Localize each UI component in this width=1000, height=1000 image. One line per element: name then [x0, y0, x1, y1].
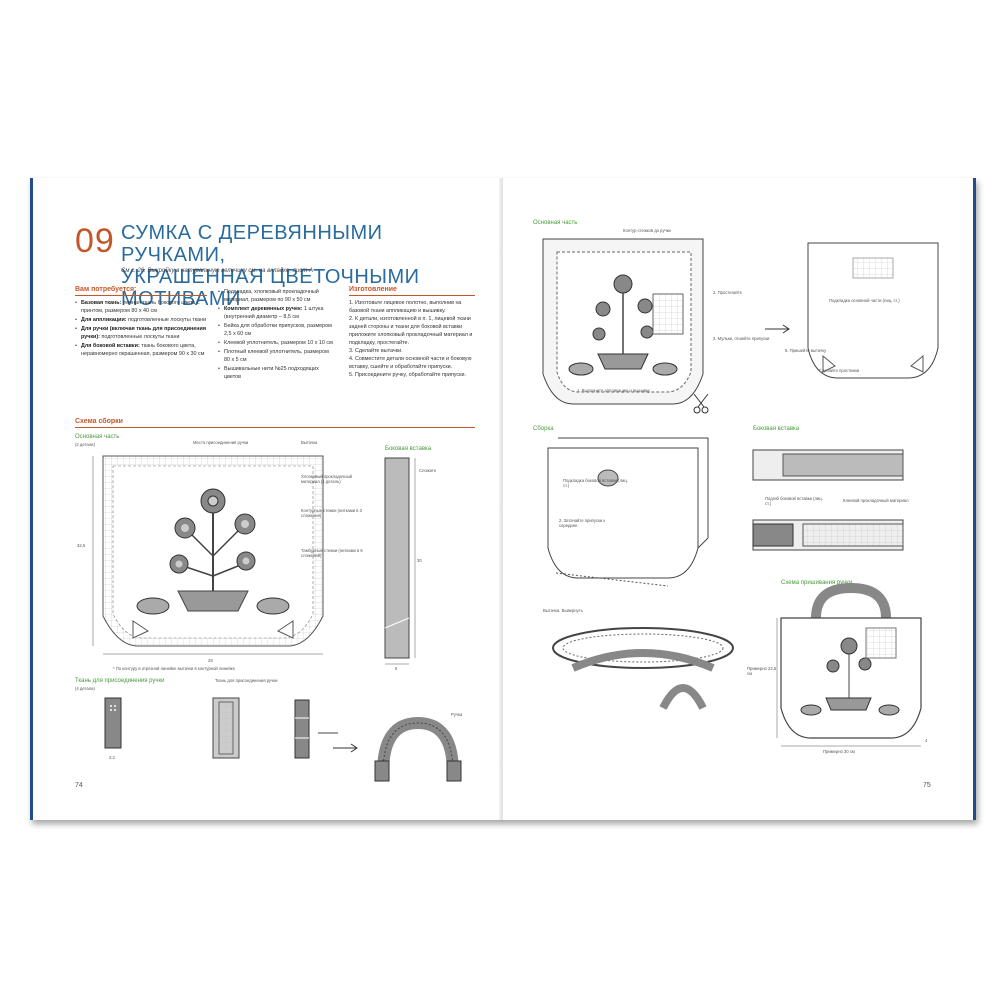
handle-fabric-label: Ткань для присоединения ручки	[215, 678, 278, 683]
handle-label: Ручка	[451, 712, 463, 717]
handle-attach-scheme-label: Схема пришивания ручки	[781, 580, 853, 586]
list-item: Базовая ткань: темная ткань бокового цве…	[75, 299, 207, 315]
list-item: Бейка для обработки припусков, размером …	[218, 322, 336, 338]
book-spread: 09 Сумка с деревянными ручками, украшенн…	[30, 178, 976, 820]
list-item-text: Вышивальные нити №25 подходящих цветов	[224, 366, 319, 380]
note-adhesive: Клеевой прокладочный материал	[843, 498, 909, 503]
dim-bag-depth: 4	[925, 738, 928, 743]
note-lining: Подкладка основной части (лиц. ст.)	[829, 298, 900, 303]
handle-attach-count: (4 детали)	[75, 686, 95, 691]
list-item: Для аппликации: подготовленные лоскуты т…	[75, 316, 207, 324]
list-item-bold: Комплект деревянных ручек:	[224, 306, 303, 312]
dim-side-width: 6	[395, 666, 398, 671]
right-side-insert-label: Боковая вставка	[753, 426, 800, 432]
dim-side-length: 30	[417, 558, 422, 563]
project-number: 09	[75, 222, 115, 260]
annotation-batting: Хлопковый прокладочный материал (1 детал…	[301, 474, 352, 484]
dim-height: 32,5	[77, 543, 86, 548]
handle-attach-label: Ткань для присоединения ручки	[75, 678, 165, 684]
annotation-fold: Сложите	[419, 468, 437, 473]
handle-attach-diagram	[104, 697, 122, 749]
note-contour: Контур стежков до ручки	[623, 228, 671, 233]
lining-diagram	[807, 242, 939, 379]
list-item-text: темная ткань бокового цвета с принтом, р…	[81, 300, 200, 314]
dim-bag-height: Примерно 22,5 см	[747, 666, 777, 676]
making-heading: Изготовление	[349, 286, 397, 293]
page-number-left: 74	[75, 782, 83, 789]
right-main-part-label: Основная часть	[533, 220, 578, 226]
note-side-fold: Подгиб боковой вставки (лиц. ст.)	[765, 496, 823, 506]
list-item: 2. К детали, изготовленной в п. 1, лицев…	[349, 316, 473, 346]
list-item-text: ткань бокового цвета, неравномерно окраш…	[81, 343, 205, 357]
side-insert-label: Боковая вставка	[385, 446, 432, 452]
main-part-label: Основная часть	[75, 434, 120, 440]
list-item-bold: Базовая ткань:	[81, 300, 122, 306]
note-quilt: 2. Простегайте	[713, 290, 742, 295]
note-quilting: Сделайте простежки	[819, 368, 860, 373]
list-item-text: Подкладка, хлопковый прокладочный матери…	[224, 289, 319, 303]
assembly-label: Сборка	[533, 426, 554, 432]
list-item: Вышивальные нити №25 подходящих цветов	[218, 365, 336, 381]
dim-handle-width: 2,2	[109, 755, 115, 760]
handle-assembly-diagram	[552, 627, 734, 710]
list-item: Подкладка, хлопковый прокладочный матери…	[218, 288, 336, 304]
title-line-1: Сумка с деревянными ручками,	[121, 222, 383, 266]
list-item-bold: Для аппликации:	[81, 317, 127, 323]
annotation-handle-place: Место присоединения ручки	[193, 440, 249, 445]
finished-bag-diagram	[776, 582, 922, 747]
list-item: Плотный клеевой уплотнитель, размером 80…	[218, 348, 336, 364]
note-seam: 2. Затачайте припуски к середине	[559, 518, 606, 528]
arrow-icon	[765, 324, 790, 334]
list-item: 1. Изготовьте лицевое полотно, выполнив …	[349, 300, 462, 314]
annotation-contour: Контурные стежки (нитками в 3 сложения)	[301, 508, 362, 518]
list-item: Комплект деревянных ручек: 1 штука (внут…	[218, 305, 336, 321]
left-page: 09 Сумка с деревянными ручками, украшенн…	[30, 178, 503, 820]
materials-list: Базовая ткань: темная ткань бокового цве…	[75, 299, 207, 359]
annotation-chain: Тамбурные стежки (нитками в 6 сложений)	[301, 548, 363, 558]
page-number-right: 75	[923, 782, 931, 789]
list-item-text: Клеевой уплотнитель, размером 10 x 10 см	[224, 340, 333, 346]
list-item-text: Плотный клеевой уплотнитель, размером 80…	[224, 349, 329, 363]
list-item-text: подготовленные лоскуты ткани	[126, 317, 207, 323]
main-part-diagram	[92, 455, 324, 655]
note-trim: 3. Мульки, отшейте припуски	[713, 336, 770, 341]
list-item-bold: Для ручки (включая ткань для присоединен…	[81, 326, 206, 340]
list-item-text: Бейка для обработки припусков, размером …	[224, 323, 332, 337]
steps-list: 1. Изготовьте лицевое полотно, выполнив …	[349, 299, 475, 379]
annotation-dart: Вытачка	[301, 440, 318, 445]
list-item-text: 1 штука (внутренний диаметр – 8,5 см	[224, 306, 324, 320]
dim-bag-width: Примерно 30 см	[823, 749, 855, 754]
assembly-heading: Схема сборки	[75, 418, 123, 425]
side-insert-steps-diagram	[752, 449, 904, 551]
list-item: 3. Сделайте вытачки.	[349, 348, 403, 354]
right-main-part-diagram	[542, 238, 709, 414]
main-part-count: (2 детали)	[75, 442, 95, 447]
list-item: Для ручки (включая ткань для присоединен…	[75, 325, 207, 341]
side-insert-diagram	[384, 457, 416, 665]
list-item: 5. Присоедините ручку, обработайте припу…	[349, 372, 466, 378]
list-item: Клеевой уплотнитель, размером 10 x 10 см	[218, 339, 336, 347]
list-item-bold: Для боковой вставки:	[81, 343, 140, 349]
right-page: Основная часть Контур стежков до ручки 1…	[503, 178, 976, 820]
list-item-text: подготовленные лоскуты ткани	[99, 334, 180, 340]
list-item: Для боковой вставки: ткань бокового цвет…	[75, 342, 207, 358]
dim-bottom-note: * По контуру в отрезной линейке вытачки …	[113, 666, 235, 671]
page-subtitle: См с. 26. Выкройку в натуральную величин…	[121, 268, 314, 274]
handle-diagram	[374, 716, 462, 782]
materials-list-2: Подкладка, хлопковый прокладочный матери…	[218, 288, 336, 382]
materials-heading: Вам потребуется:	[75, 286, 137, 293]
note-lining-side: Подкладка боковой вставки (лиц. ст.)	[563, 478, 628, 488]
note-applique: 1. Выполните аппликацию и вышивку	[577, 388, 650, 393]
list-item: 4. Совместите детали основной части и бо…	[349, 356, 472, 370]
dim-width: 29	[208, 658, 213, 663]
note-dart: 5. Пришейте вытачку	[785, 348, 827, 353]
arrow-icon	[333, 743, 358, 753]
assembly-diagram	[547, 437, 709, 587]
note-dart-turn: Вытачка. Вывернуть	[543, 608, 583, 613]
handle-fabric-diagram	[212, 697, 338, 759]
